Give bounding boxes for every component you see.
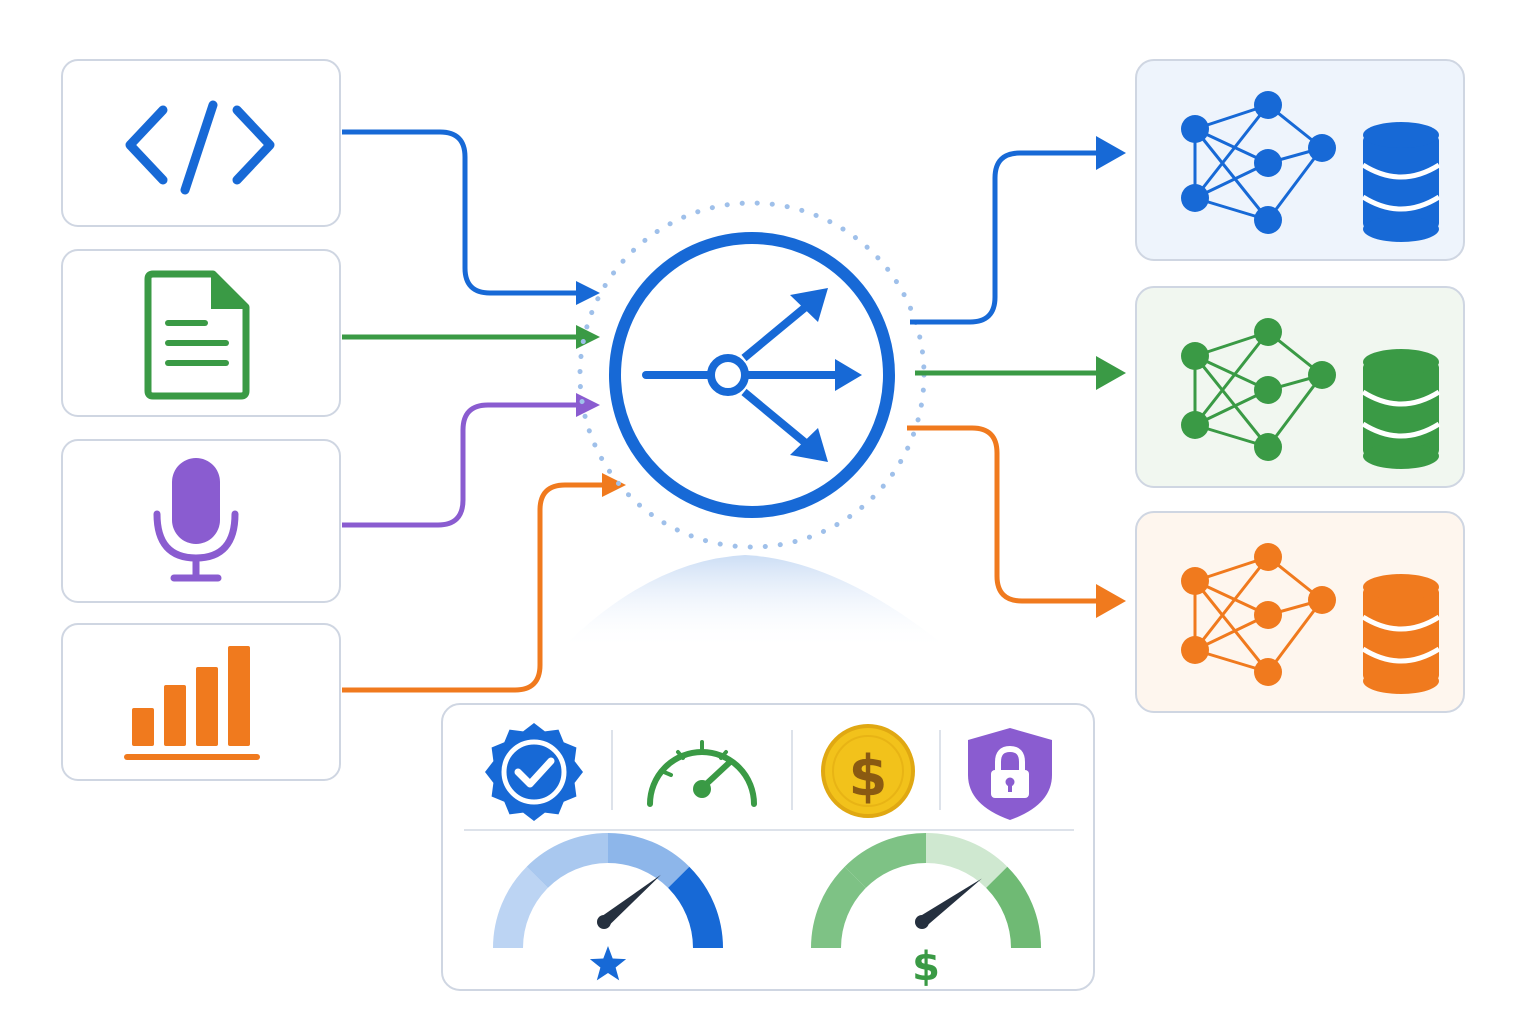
dollar-icon: $ (912, 944, 940, 990)
security-shield-icon (968, 728, 1052, 820)
router-hub (577, 200, 927, 550)
gauge-segment (985, 866, 1041, 949)
svg-text:$: $ (849, 744, 888, 809)
output-connector-orange (907, 425, 1126, 618)
gauge-cost: $ (811, 833, 1041, 990)
quality-badge-icon (485, 723, 583, 821)
input-card-document (61, 249, 341, 417)
gauge-segment (844, 833, 927, 889)
bar-chart-icon (124, 646, 260, 760)
microphone-icon (153, 458, 239, 582)
neural-network-icon (1181, 543, 1336, 686)
neural-network-icon (1181, 91, 1336, 234)
output-card-green (1135, 286, 1465, 488)
criteria-gauges: $ (493, 833, 1041, 990)
gauge-segment (811, 866, 867, 949)
database-icon (1361, 574, 1441, 694)
gauge-segment (607, 833, 690, 889)
input-connector-blue (342, 129, 600, 305)
input-card-code (61, 59, 341, 227)
database-icon (1361, 349, 1441, 469)
input-connector-orange (342, 473, 626, 693)
document-icon (144, 270, 250, 400)
code-icon (125, 100, 275, 195)
input-card-data (61, 623, 341, 781)
output-card-orange (1135, 511, 1465, 713)
input-connector-green (342, 325, 600, 349)
gauge-quality (493, 833, 723, 981)
gauge-segment (526, 833, 609, 889)
criteria-panel: $ $ (441, 703, 1095, 991)
neural-network-icon (1181, 318, 1336, 461)
cost-coin-icon: $ (821, 724, 915, 818)
input-card-audio (61, 439, 341, 603)
gauge-segment (493, 866, 549, 949)
database-icon (1361, 122, 1441, 242)
input-connector-purple (342, 393, 600, 528)
gauge-needle (600, 874, 661, 927)
output-card-blue (1135, 59, 1465, 261)
gauge-segment (925, 833, 1008, 889)
speedometer-icon (647, 740, 757, 807)
output-connector-blue (910, 136, 1126, 325)
gauge-needle (918, 878, 982, 927)
star-icon (589, 946, 627, 981)
gauge-segment (667, 866, 723, 949)
output-cards (1135, 59, 1465, 713)
router-glow (560, 555, 950, 650)
router-split-icon (642, 288, 862, 462)
output-connector-green (915, 356, 1126, 390)
